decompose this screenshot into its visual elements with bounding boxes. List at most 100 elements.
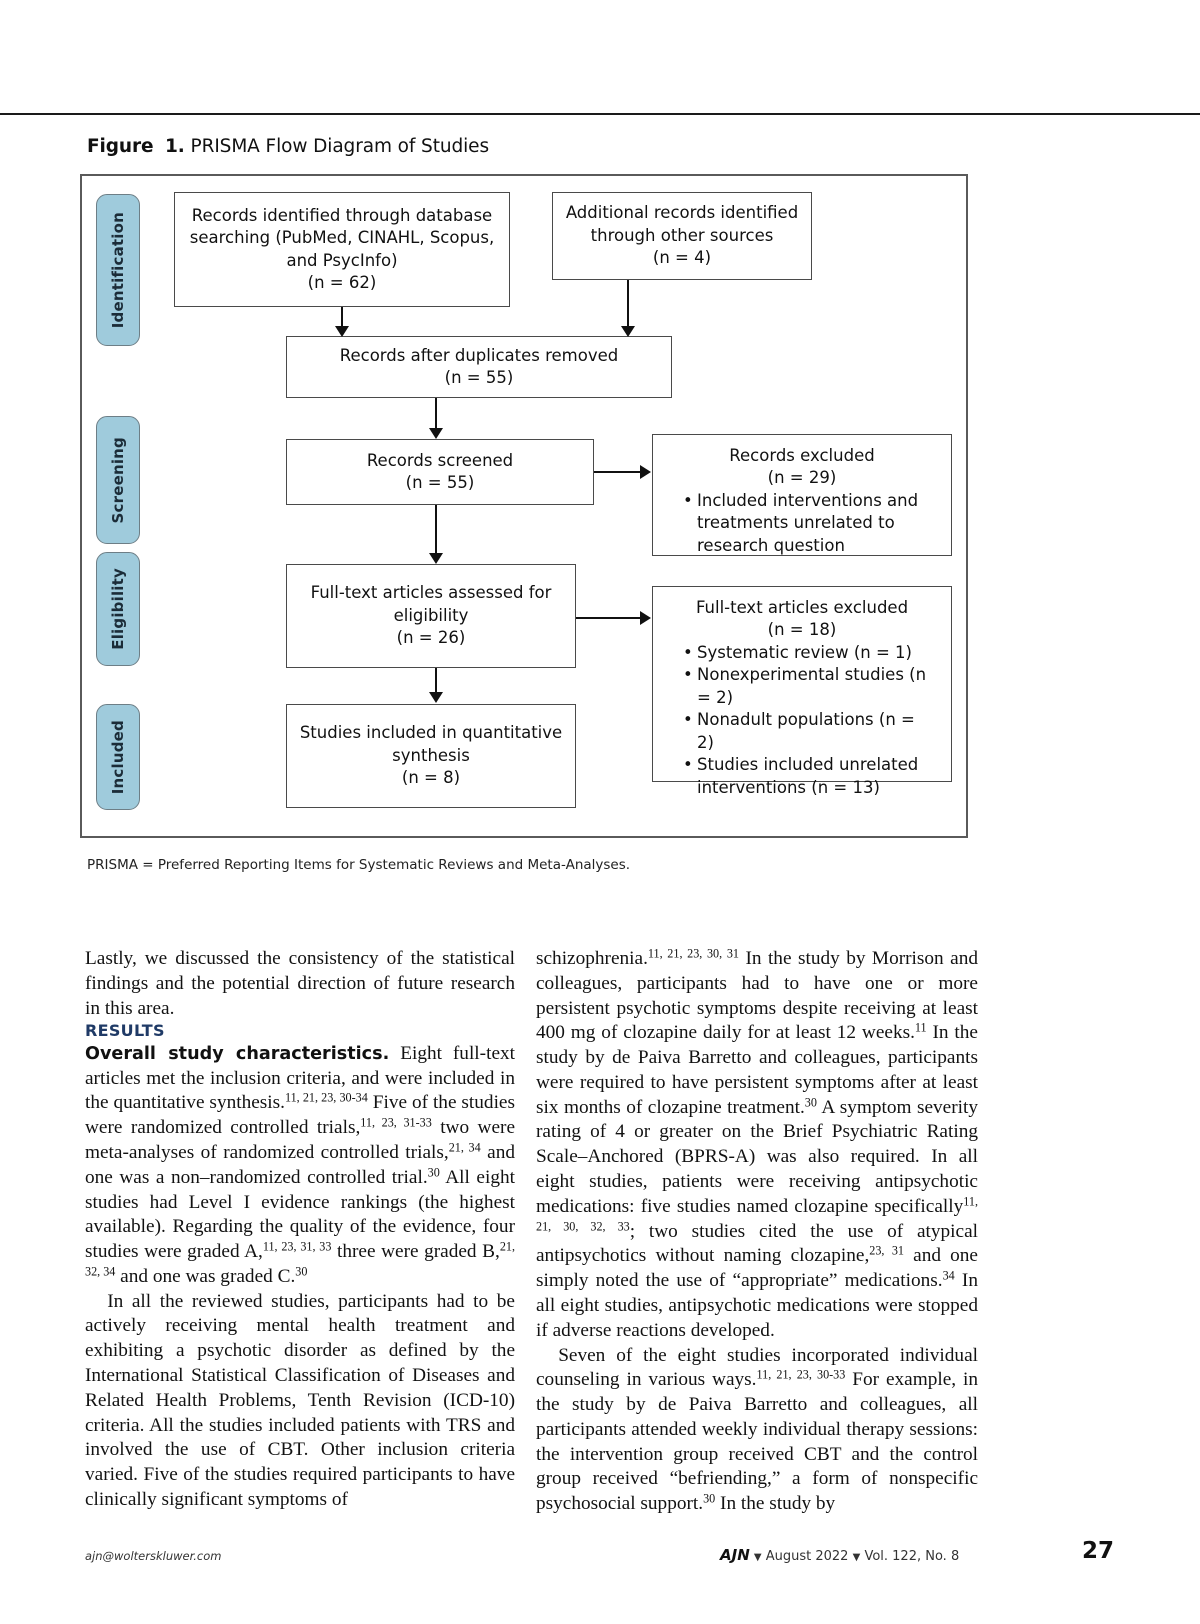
text: Five of the studies were randomized cont… xyxy=(85,1092,515,1139)
citation-superscript: 11, 23, 31-33 xyxy=(360,1115,432,1130)
arrowhead-screened-to-fulltext xyxy=(429,553,443,564)
box-line: through other sources xyxy=(590,225,774,245)
phase-pill-eligibility: Eligibility xyxy=(96,552,140,666)
box-bullet-list: Included interventions and treatments un… xyxy=(667,490,937,557)
phase-label-identification: Identification xyxy=(109,211,127,329)
box-line: Records excluded xyxy=(729,446,875,465)
connector-fulltext-to-included xyxy=(435,668,437,693)
box-records-excluded: Records excluded (n = 29) Included inter… xyxy=(652,434,952,556)
body-column-left: Lastly, we discussed the consistency of … xyxy=(85,947,515,1513)
text: and one simply noted the use of “appropr… xyxy=(536,1245,978,1292)
footer-email[interactable]: ajn@wolterskluwer.com xyxy=(85,1549,222,1563)
triangle-icon: ▼ xyxy=(753,1552,762,1563)
list-item: Studies included unrelated interventions… xyxy=(683,754,937,799)
box-line: Additional records identified xyxy=(565,203,799,223)
figure-title-text: PRISMA Flow Diagram of Studies xyxy=(190,136,490,157)
phase-label-eligibility: Eligibility xyxy=(109,568,127,650)
figure-title: Figure 1. PRISMA Flow Diagram of Studies xyxy=(87,136,987,157)
paragraph: schizophrenia.11, 21, 23, 30, 31 In the … xyxy=(536,947,978,1344)
footer-date: August 2022 xyxy=(765,1549,849,1564)
citation-superscript: 11, 23, 31, 33 xyxy=(262,1239,332,1254)
box-line: Studies included in quantitative xyxy=(299,723,563,743)
paragraph: Lastly, we discussed the consistency of … xyxy=(85,948,515,1019)
text: Eight full-text articles met the inclusi… xyxy=(85,1042,515,1114)
paragraph: In all the reviewed studies, participant… xyxy=(85,1290,515,1510)
box-line: Records screened xyxy=(366,450,514,470)
text: three were graded B, xyxy=(331,1241,500,1263)
connector-other-to-dedup xyxy=(627,280,629,328)
citation-superscript: 30 xyxy=(427,1165,440,1180)
text: In the study by de Paiva Barretto and co… xyxy=(536,1022,978,1118)
phase-pill-screening: Screening xyxy=(96,416,140,544)
box-line: (n = 62) xyxy=(307,272,377,292)
run-in-heading: Overall study characteristics. xyxy=(85,1043,390,1064)
page-number: 27 xyxy=(1082,1538,1115,1564)
citation-superscript: 11, 21, 30, 32, 33 xyxy=(536,1194,978,1233)
box-fulltext-assessed: Full-text articles assessed for eligibil… xyxy=(286,564,576,668)
list-item: Nonexperimental studies (n = 2) xyxy=(683,664,937,709)
box-line: (n = 26) xyxy=(396,628,466,648)
journal-name: AJN xyxy=(720,1546,750,1564)
box-line: Records after duplicates removed xyxy=(339,345,619,365)
box-additional-records-other-sources: Additional records identified through ot… xyxy=(552,192,812,280)
section-heading-results: RESULTS xyxy=(85,1021,165,1041)
box-records-after-duplicates: Records after duplicates removed (n = 55… xyxy=(286,336,672,398)
box-line: eligibility xyxy=(393,605,469,625)
box-bullet-list: Systematic review (n = 1) Nonexperimenta… xyxy=(667,642,937,799)
footer-journal-info: AJN ▼ August 2022 ▼ Vol. 122, No. 8 xyxy=(720,1546,959,1564)
body-column-right: schizophrenia.11, 21, 23, 30, 31 In the … xyxy=(536,947,978,1517)
box-line: (n = 4) xyxy=(652,248,712,268)
text: and one was a non–randomized controlled … xyxy=(85,1142,515,1188)
text: and one was graded C. xyxy=(115,1265,296,1287)
arrowhead-db-to-dedup xyxy=(335,326,349,337)
text: All eight studies had Level I evidence r… xyxy=(85,1166,515,1263)
box-line: (n = 18) xyxy=(767,620,837,640)
citation-superscript: 30 xyxy=(295,1264,308,1279)
text: two were meta-analyses of randomized con… xyxy=(85,1117,516,1164)
citation-superscript: 11, 21, 23, 30-33 xyxy=(756,1367,846,1382)
arrowhead-screened-to-excluded xyxy=(640,465,651,479)
list-item: Included interventions and treatments un… xyxy=(683,490,937,557)
footer-volume: Vol. 122, No. 8 xyxy=(864,1549,960,1564)
citation-superscript: 23, 31 xyxy=(869,1243,904,1258)
arrowhead-fulltext-to-excluded xyxy=(640,611,651,625)
connector-screened-to-excluded xyxy=(594,471,642,473)
box-fulltext-excluded: Full-text articles excluded (n = 18) Sys… xyxy=(652,586,952,797)
phase-pill-identification: Identification xyxy=(96,194,140,346)
box-line: Records identified through database xyxy=(191,205,493,225)
text: ; two studies cited the use of atypical … xyxy=(536,1220,978,1267)
connector-screened-to-fulltext xyxy=(435,505,437,553)
arrowhead-dedup-to-screened xyxy=(429,428,443,439)
box-studies-included: Studies included in quantitative synthes… xyxy=(286,704,576,808)
paragraph: Seven of the eight studies incorporated … xyxy=(536,1344,978,1517)
phase-pill-included: Included xyxy=(96,704,140,810)
box-line: Full-text articles excluded xyxy=(695,598,909,617)
citation-superscript: 11, 21, 23, 30, 31 xyxy=(647,946,739,961)
box-records-identified-database: Records identified through database sear… xyxy=(174,192,510,307)
citation-superscript: 30 xyxy=(703,1491,716,1506)
text: In the study by xyxy=(715,1493,836,1515)
paragraph: Overall study characteristics. Eight ful… xyxy=(85,1042,515,1290)
citation-superscript: 21, 34 xyxy=(448,1140,481,1155)
text: A symptom severity rating of 4 or greate… xyxy=(536,1096,978,1217)
box-line: (n = 29) xyxy=(767,468,837,488)
citation-superscript: 34 xyxy=(942,1268,955,1283)
figure-label: Figure xyxy=(87,136,154,157)
citation-superscript: 30 xyxy=(804,1095,817,1110)
list-item: Nonadult populations (n = 2) xyxy=(683,709,937,754)
text: For example, in the study by de Paiva Ba… xyxy=(536,1369,979,1515)
arrowhead-fulltext-to-included xyxy=(429,692,443,703)
text: In all eight studies, antipsychotic medi… xyxy=(536,1270,978,1341)
phase-label-included: Included xyxy=(109,719,127,795)
box-line: Full-text articles assessed for xyxy=(310,583,552,603)
box-records-screened: Records screened (n = 55) xyxy=(286,439,594,505)
text: Seven of the eight studies incorporated … xyxy=(536,1344,978,1391)
figure-note: PRISMA = Preferred Reporting Items for S… xyxy=(87,857,631,873)
box-line: searching (PubMed, CINAHL, Scopus, xyxy=(189,228,495,248)
triangle-icon: ▼ xyxy=(852,1552,861,1563)
text: In the study by Morrison and colleagues,… xyxy=(536,948,978,1044)
box-line: (n = 55) xyxy=(405,473,475,492)
box-line: and PsycInfo) xyxy=(286,250,398,270)
arrowhead-other-to-dedup xyxy=(621,326,635,337)
